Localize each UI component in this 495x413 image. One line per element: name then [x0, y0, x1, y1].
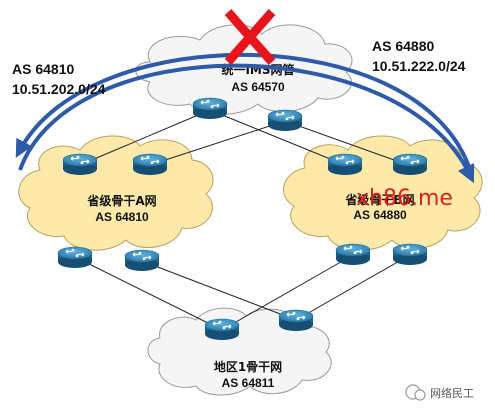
link	[79, 109, 211, 166]
link	[209, 109, 346, 166]
link	[141, 260, 297, 321]
backbone-as: AS 64570	[231, 80, 285, 94]
regional-as: AS 64811	[222, 376, 275, 390]
router-icon	[335, 243, 371, 266]
link	[149, 120, 286, 166]
router-icon	[392, 153, 428, 176]
router-icon	[327, 153, 363, 176]
router-icon	[132, 153, 168, 176]
red-x-icon	[224, 9, 276, 65]
left-route-prefix: 10.51.202.0/24	[12, 81, 106, 97]
province-a-title: 省级骨干A网	[86, 193, 156, 208]
wechat-icon	[405, 384, 426, 401]
link	[295, 254, 411, 321]
router-icon	[192, 97, 228, 120]
route-arrow-left	[15, 53, 472, 171]
link	[284, 120, 409, 166]
router-icon	[204, 318, 240, 341]
link	[74, 256, 223, 331]
province-b-title: 省级骨干B网	[344, 192, 414, 207]
router-icon	[278, 309, 314, 332]
left-route-as: AS 64810	[12, 61, 75, 77]
right-route-prefix: 10.51.222.0/24	[372, 58, 466, 74]
right-route-as: AS 64880	[372, 38, 435, 54]
backbone-cloud	[135, 24, 353, 115]
province-b-as: AS 64880	[353, 208, 407, 222]
router-icon	[392, 243, 428, 266]
links	[74, 109, 411, 331]
watermark-site: xh86.me	[356, 186, 453, 211]
province-a-as: AS 64810	[95, 210, 149, 224]
route-arrow-right	[18, 63, 475, 184]
router-icon	[62, 153, 98, 176]
link	[221, 254, 354, 331]
regional-title: 地区1骨干网	[214, 359, 282, 374]
router-icon	[124, 249, 160, 272]
regional-cloud	[147, 307, 332, 396]
router-icon	[57, 246, 93, 269]
router-icon	[267, 109, 303, 132]
watermark-account: 网络民工	[430, 387, 474, 400]
